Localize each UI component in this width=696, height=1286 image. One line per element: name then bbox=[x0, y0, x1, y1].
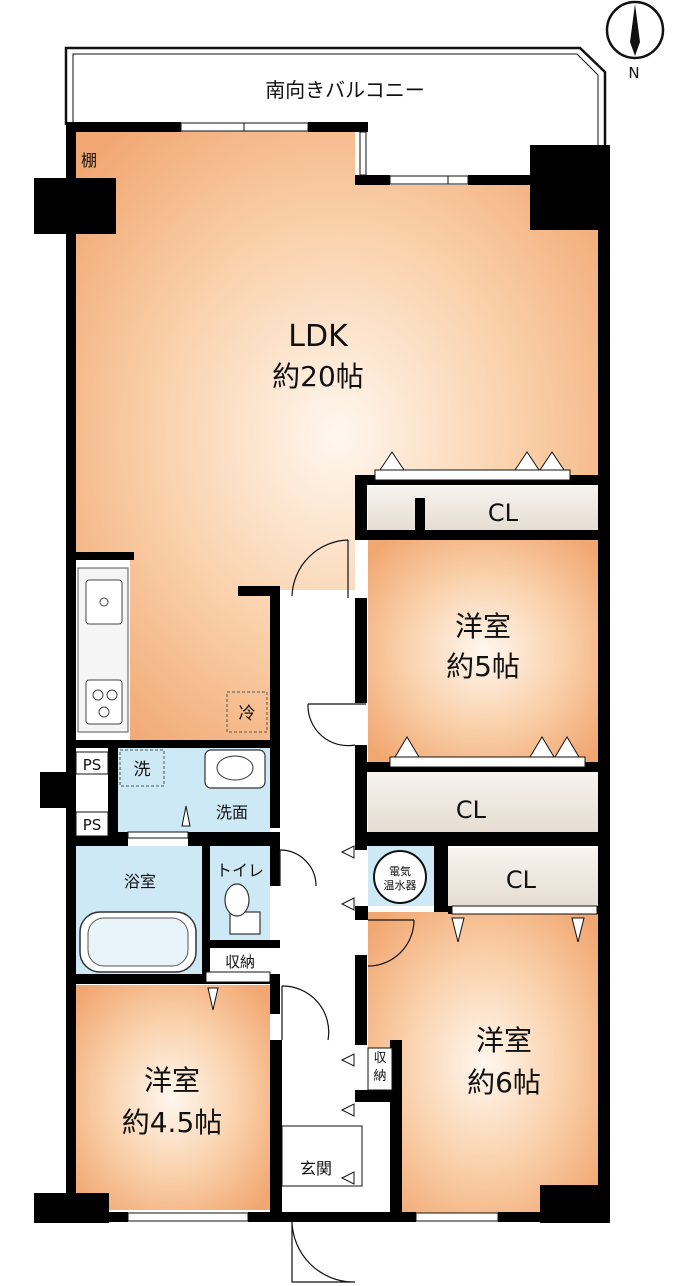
bath-label: 浴室 bbox=[124, 872, 156, 891]
cl3-label: CL bbox=[506, 866, 537, 894]
washbasin-icon bbox=[204, 749, 266, 789]
storage-2-label-bottom: 納 bbox=[373, 1069, 386, 1084]
ps-2-box bbox=[75, 811, 109, 837]
western-6-floor bbox=[368, 912, 600, 1215]
cl2-label: CL bbox=[456, 796, 487, 824]
fridge-label: 冷 bbox=[239, 704, 256, 724]
water-heater-label-1: 電気 bbox=[389, 864, 411, 878]
western-45-name: 洋室 bbox=[144, 1064, 200, 1097]
windows bbox=[127, 122, 499, 1222]
balcony-label: 南向きバルコニー bbox=[265, 78, 425, 102]
washer-space bbox=[119, 749, 165, 787]
stove-icon bbox=[85, 679, 123, 725]
doors bbox=[279, 539, 415, 1283]
western-5-floor bbox=[368, 540, 600, 762]
toilet-label: トイレ bbox=[216, 861, 264, 880]
bathtub-icon bbox=[79, 911, 197, 973]
western-5-name: 洋室 bbox=[455, 610, 511, 643]
washroom-label: 洗面 bbox=[216, 803, 248, 822]
compass-icon: N bbox=[605, 0, 665, 82]
western-45-floor bbox=[74, 985, 270, 1210]
entrance-label: 玄関 bbox=[300, 1159, 332, 1178]
cl1-label: CL bbox=[488, 499, 519, 527]
cl1-floor bbox=[368, 486, 600, 530]
ps-2-label: PS bbox=[83, 816, 102, 834]
closet-rails bbox=[181, 451, 598, 1011]
corridor-markers bbox=[340, 845, 355, 1185]
sink-icon bbox=[85, 579, 123, 625]
washer-label: 洗 bbox=[134, 760, 151, 780]
storage-2-box bbox=[367, 1047, 393, 1091]
compass-north-label: N bbox=[628, 64, 639, 82]
ldk-floor bbox=[74, 130, 600, 740]
cl3-floor bbox=[448, 848, 600, 906]
western-45-size: 約4.5帖 bbox=[122, 1106, 223, 1139]
water-heater-icon bbox=[373, 850, 427, 904]
ps-1-label: PS bbox=[83, 756, 102, 774]
western-6-name: 洋室 bbox=[476, 1024, 532, 1057]
ldk-size: 約20帖 bbox=[272, 360, 364, 393]
toilet-icon bbox=[224, 883, 261, 935]
western-6-size: 約6帖 bbox=[467, 1066, 541, 1099]
storage-1-label: 収納 bbox=[225, 953, 255, 971]
balcony: 南向きバルコニー bbox=[64, 46, 607, 145]
ps-1-box bbox=[75, 751, 109, 775]
ldk-name: LDK bbox=[288, 319, 349, 354]
storage-2-label-top: 収 bbox=[373, 1051, 386, 1066]
cl2-floor bbox=[368, 772, 600, 832]
labels: LDK 約20帖 洋室 約5帖 洋室 約6帖 洋室 約4.5帖 CL CL CL… bbox=[81, 151, 541, 1178]
water-heater-label-2: 温水器 bbox=[384, 879, 417, 892]
shelf-label: 棚 bbox=[81, 151, 97, 170]
western-5-size: 約5帖 bbox=[446, 650, 520, 683]
fridge-space bbox=[226, 691, 268, 733]
